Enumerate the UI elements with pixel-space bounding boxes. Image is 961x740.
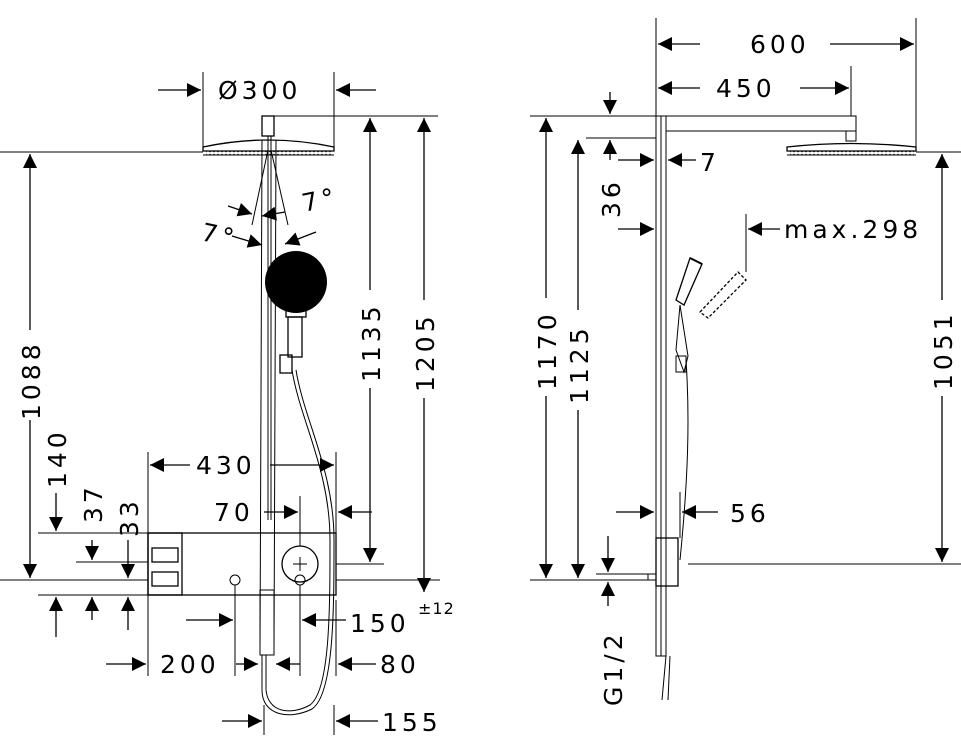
dim-70-label: 70 — [214, 498, 254, 527]
wall-offset-label: 7 — [700, 148, 720, 177]
side-head-height-label: 1051 — [929, 310, 958, 390]
dim-36-label: 36 — [597, 178, 626, 218]
dim-37-label: 37 — [79, 483, 108, 523]
angle-right-label: 7° — [299, 182, 341, 218]
side-overhead-shower — [786, 142, 917, 156]
front-column-height-label: 1135 — [357, 302, 386, 382]
wall-distance-label: 56 — [730, 499, 770, 528]
head-diameter-label: Ø300 — [218, 76, 301, 105]
thread-label: G1/2 — [599, 630, 628, 706]
dim-33-label: 33 — [115, 497, 144, 537]
dim-80-label: 80 — [380, 650, 420, 679]
hand-shower — [265, 251, 327, 374]
thermostat — [147, 532, 337, 596]
front-view: 7° 7° Ø300 — [0, 72, 455, 737]
hand-shower-reach-label: max.298 — [784, 215, 922, 244]
arm-projection-label: 600 — [750, 30, 810, 59]
front-overall-height-label: 1205 — [411, 312, 440, 392]
thermostat-width-label: 430 — [196, 451, 256, 480]
dim-155-label: 155 — [382, 708, 442, 737]
front-head-height-label: 1088 — [17, 340, 46, 420]
side-hand-shower — [675, 257, 747, 561]
side-overall-height-label: 1170 — [533, 310, 562, 390]
dim-140-label: 140 — [43, 428, 72, 488]
arm-length-label: 450 — [716, 74, 776, 103]
dim-200-label: 200 — [160, 650, 220, 679]
side-column-height-label: 1125 — [565, 324, 594, 404]
connection-tolerance-label: ±12 — [418, 599, 455, 618]
connection-spacing-label: 150 — [350, 609, 410, 638]
side-view: 600 450 7 36 1170 1125 max.298 — [530, 18, 961, 706]
angle-left-label: 7° — [199, 218, 241, 254]
